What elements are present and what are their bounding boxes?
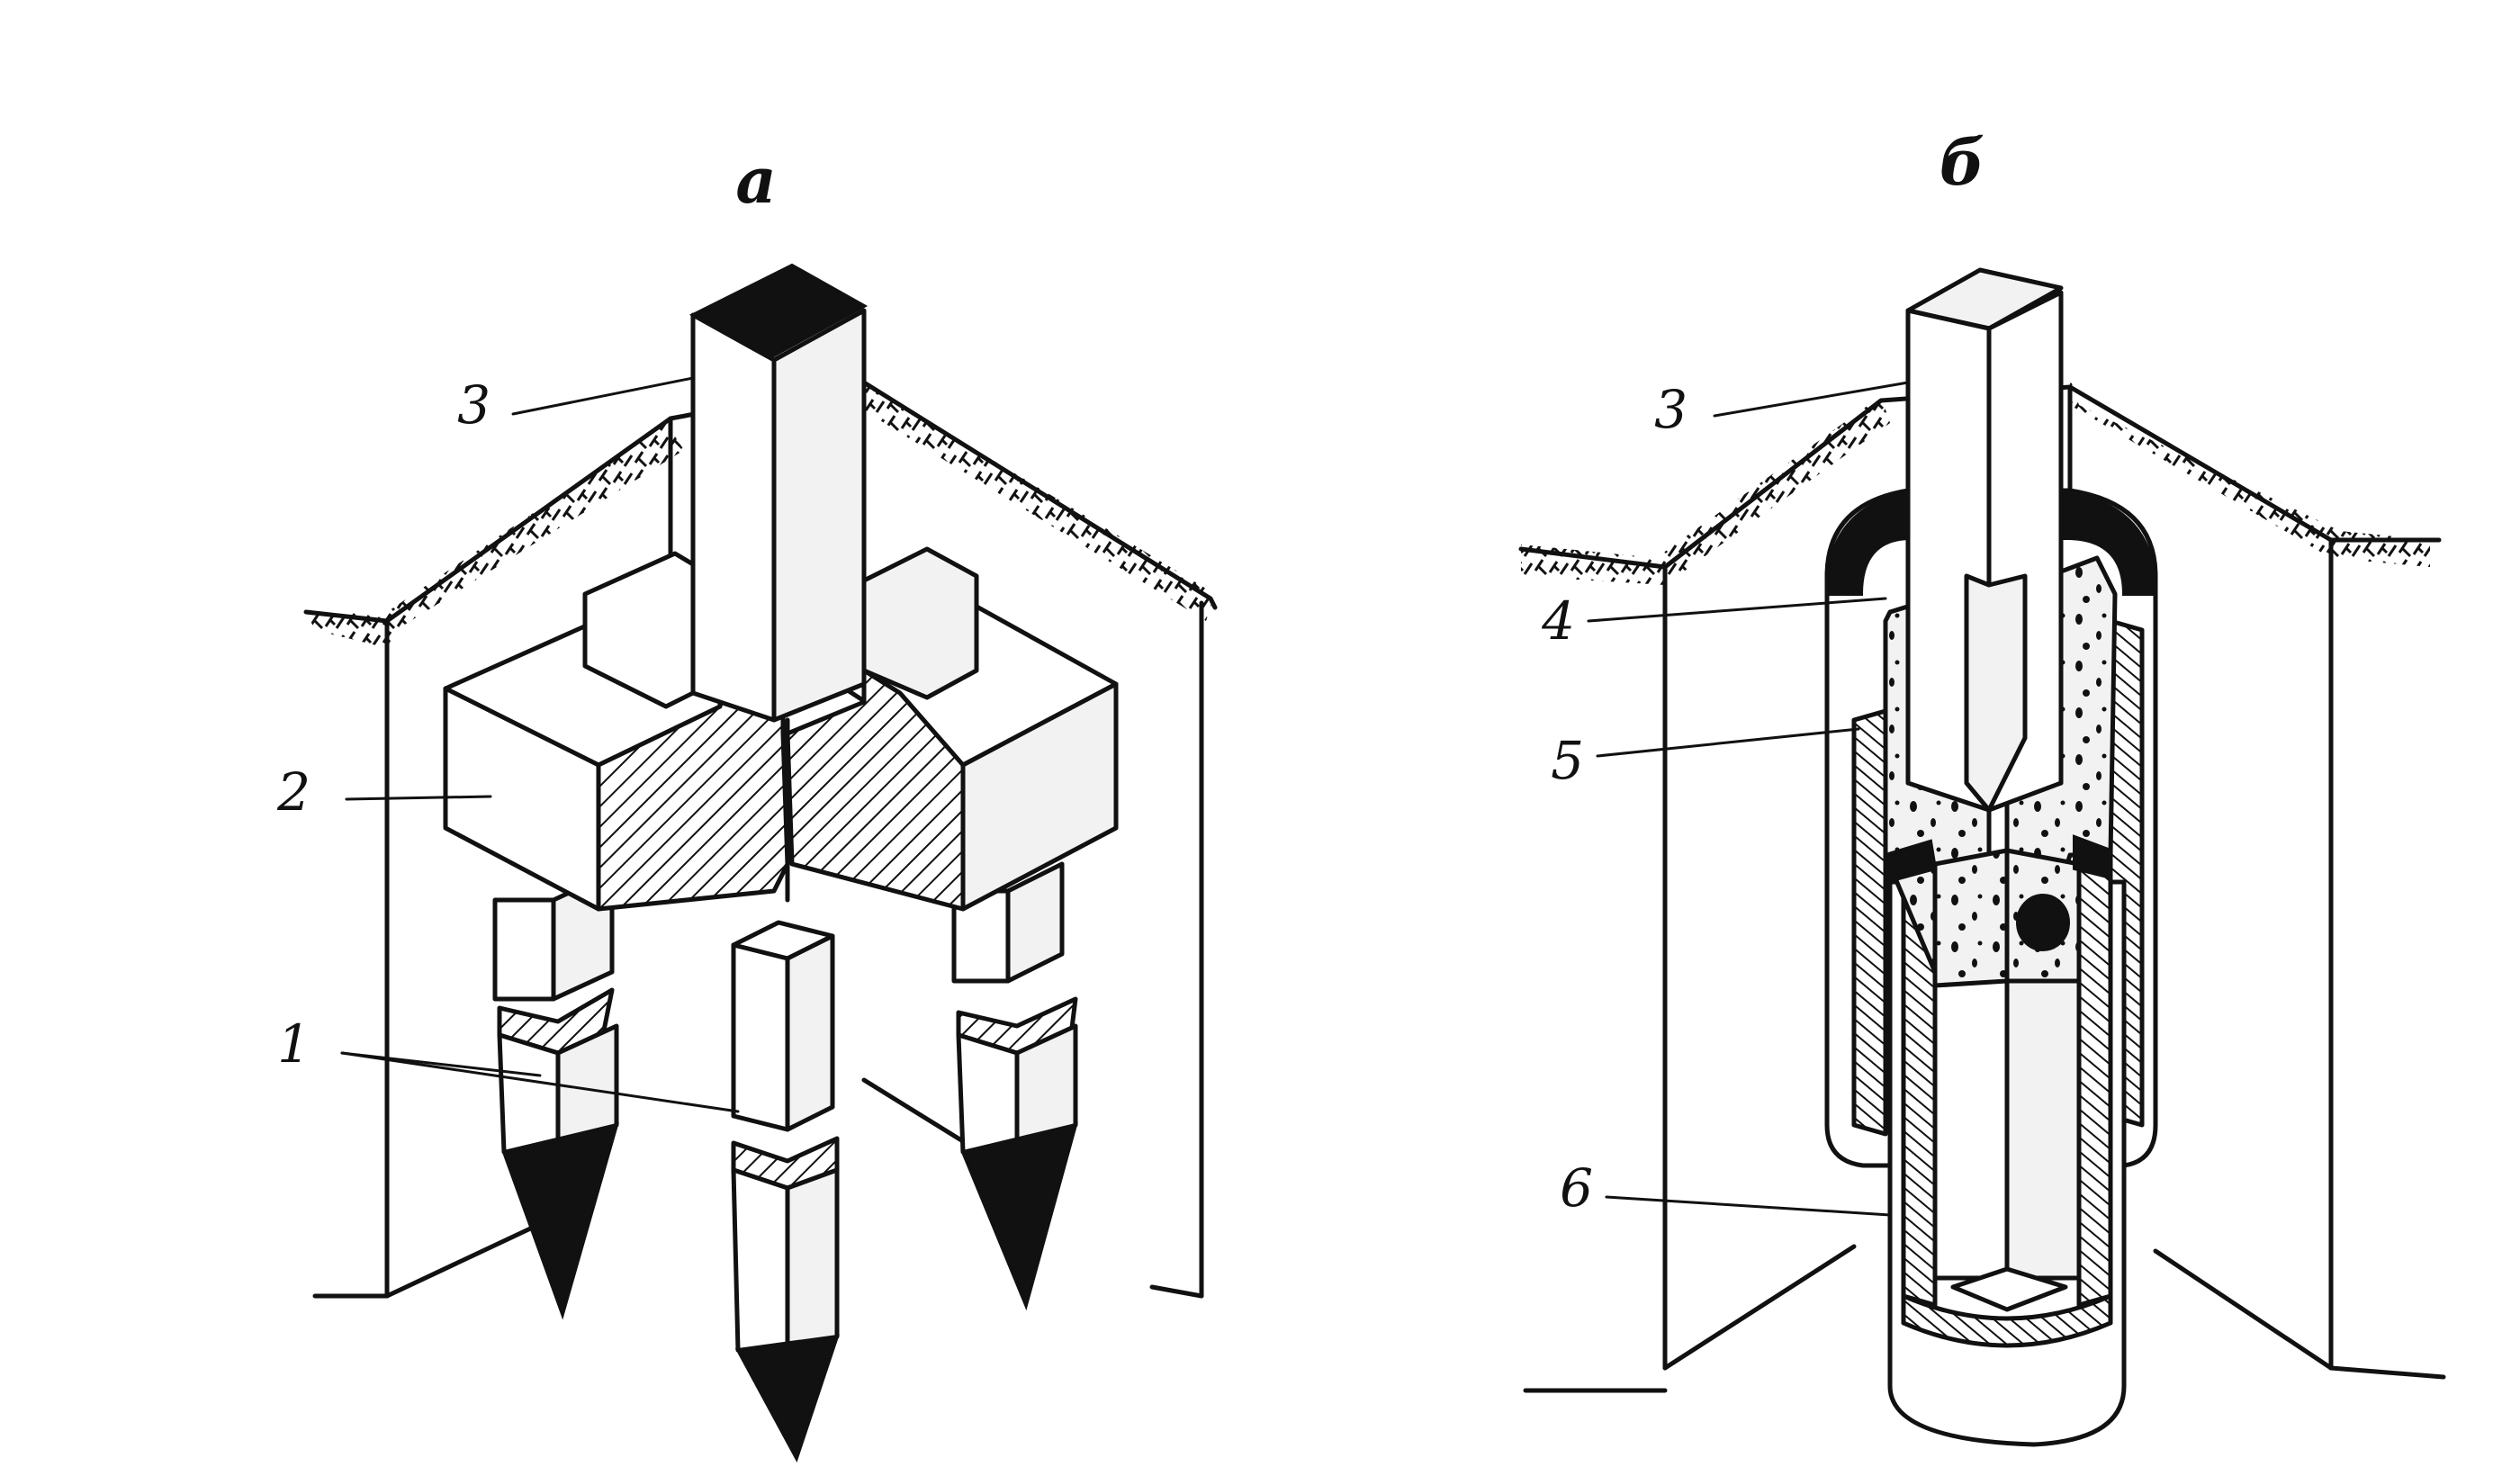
pile-centre [731, 920, 840, 1463]
grillage [443, 546, 1119, 912]
label-piles: 1 [277, 1013, 310, 1075]
label-grillage: 2 [276, 761, 310, 823]
label-column-b: 3 [1654, 379, 1688, 440]
label-grout: 5 [1551, 730, 1584, 791]
inner-shell-pile [1887, 861, 2127, 1447]
column-b [1905, 267, 2064, 813]
label-shell-pile: 6 [1560, 1157, 1593, 1219]
leader-3a [511, 376, 695, 416]
pile-left [492, 870, 619, 1320]
column-a [688, 263, 868, 723]
panel-a-title: а [735, 143, 776, 218]
panel-b: б [1518, 125, 2446, 1447]
panel-a: а [276, 143, 1218, 1463]
leader-1a-2 [340, 1051, 740, 1113]
leader-3b [1713, 381, 1910, 418]
panel-b-title: б [1940, 125, 1985, 200]
leader-6 [1605, 1195, 1892, 1217]
label-cap: 4 [1541, 590, 1575, 652]
leader-5 [1596, 727, 1860, 758]
label-column-a: 3 [457, 374, 490, 436]
leader-4 [1587, 597, 1887, 623]
leader-2a [345, 795, 492, 801]
pile-right [951, 861, 1078, 1311]
